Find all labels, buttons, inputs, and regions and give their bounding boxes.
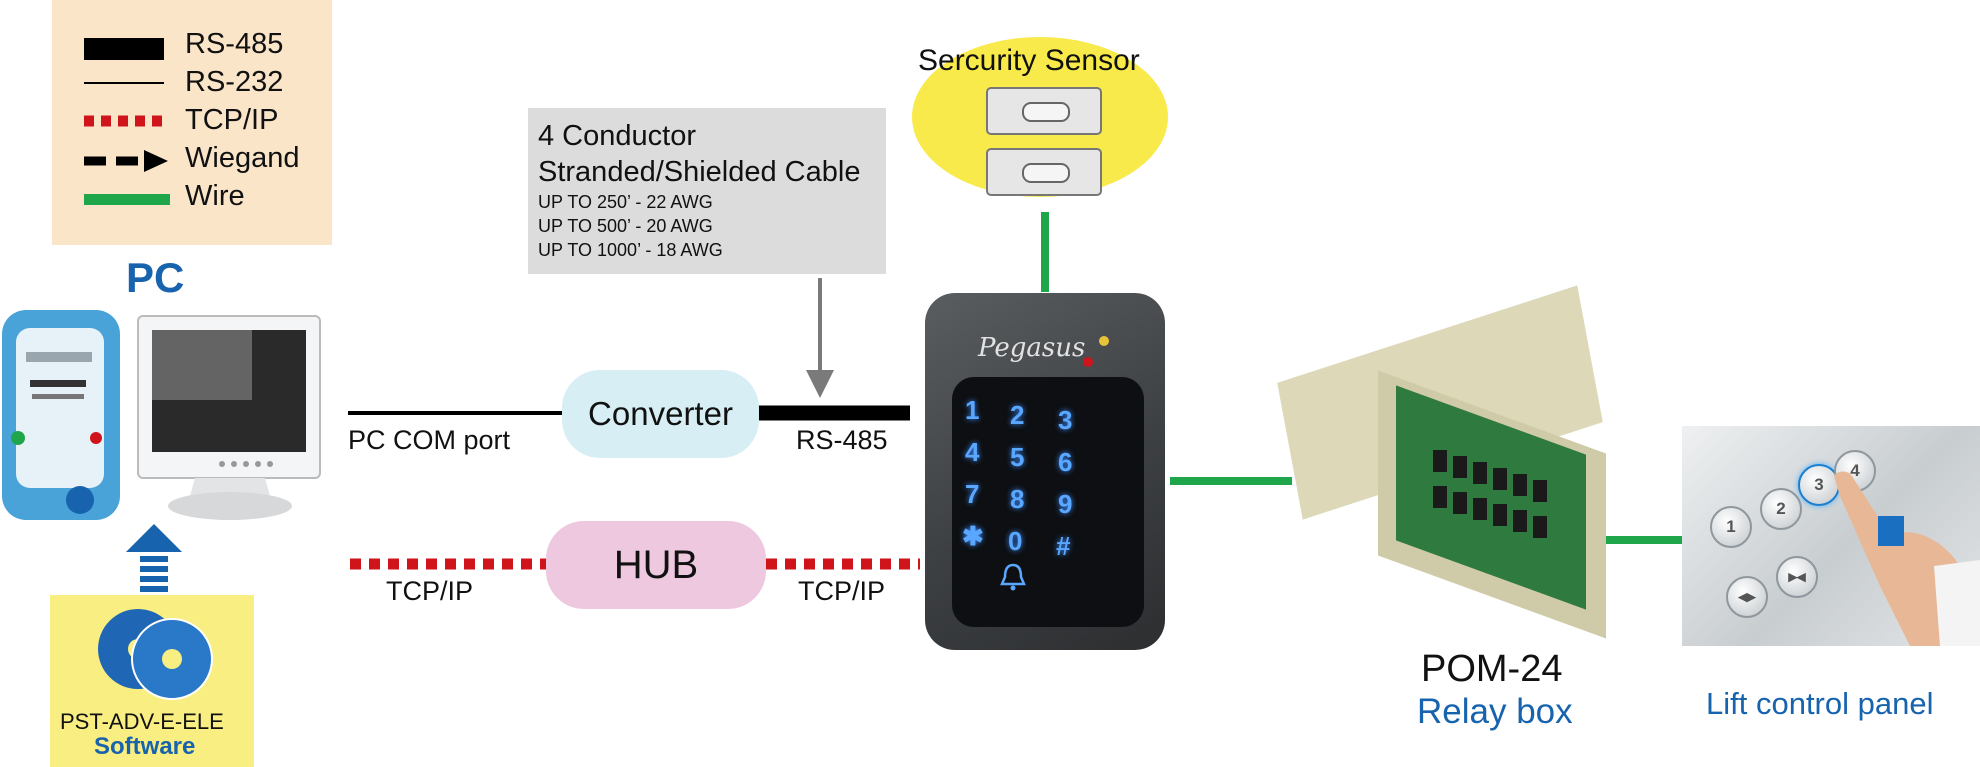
keypad-key[interactable]: 5: [1010, 442, 1025, 472]
keypad-key[interactable]: #: [1056, 531, 1071, 561]
door-open-button-icon[interactable]: ▸◂: [1776, 556, 1818, 598]
software-box: PST-ADV-E-ELE Software: [50, 595, 254, 767]
cable-note-spec1: UP TO 250’ - 22 AWG: [538, 192, 713, 212]
hub-label: HUB: [613, 542, 699, 587]
keypad-key[interactable]: 9: [1058, 489, 1073, 519]
wire-swatch: [84, 194, 170, 205]
door-sensor-icon: [986, 87, 1102, 135]
legend: RS-485 RS-232 TCP/IP Wiegand Wire: [52, 0, 332, 245]
relay-title: POM-24: [1421, 648, 1563, 690]
status-led-icon: [1099, 336, 1109, 346]
legend-wire-label: Wire: [185, 180, 245, 212]
legend-tcpip-label: TCP/IP: [185, 104, 279, 136]
tcpip-right-label: TCP/IP: [798, 576, 886, 606]
legend-swatches: [84, 38, 170, 205]
lift-floor-button[interactable]: 3: [1798, 464, 1840, 506]
software-label: Software: [94, 733, 196, 760]
hub-node: HUB: [546, 521, 766, 609]
converter-node: Converter: [562, 370, 759, 458]
upload-arrow-icon: [126, 524, 182, 592]
keypad-key[interactable]: 6: [1058, 447, 1073, 477]
legend-rs485-label: RS-485: [185, 28, 284, 60]
pc-title: PC: [126, 254, 185, 301]
software-cd-icon: [98, 609, 213, 700]
security-sensor-title: Sercurity Sensor: [918, 44, 1140, 77]
relay-subtitle: Relay box: [1417, 692, 1573, 731]
lift-floor-button[interactable]: 1: [1710, 506, 1752, 548]
pointing-hand-icon: [1834, 471, 1980, 646]
keypad-key[interactable]: 1: [965, 395, 980, 425]
lift-control-panel-photo: 1 2 3 4 ◂▸ ▸◂: [1682, 426, 1980, 646]
lift-title: Lift control panel: [1706, 686, 1934, 721]
software-name: PST-ADV-E-ELE: [60, 709, 224, 734]
keypad-brand: Pegasus: [978, 333, 1086, 363]
cable-note-line1: 4 Conductor: [538, 120, 696, 152]
pc-com-port-label: PC COM port: [348, 425, 511, 455]
keypad-key[interactable]: 8: [1010, 484, 1025, 514]
relay-components-icon: [1433, 450, 1547, 538]
cable-note-box: 4 Conductor Stranded/Shielded Cable UP T…: [528, 108, 886, 274]
wiegand-arrow-icon: [144, 150, 168, 172]
rs485-swatch: [84, 38, 164, 60]
converter-label: Converter: [588, 395, 733, 432]
cable-note-line2: Stranded/Shielded Cable: [538, 156, 861, 188]
pc-tower-icon: [2, 310, 120, 520]
door-close-button-icon[interactable]: ◂▸: [1726, 576, 1768, 618]
bell-icon[interactable]: [998, 562, 1028, 592]
tcpip-left-label: TCP/IP: [386, 576, 474, 606]
lift-floor-button[interactable]: 2: [1760, 488, 1802, 530]
status-led-icon: [1083, 357, 1093, 367]
cable-note-arrow-head: [806, 370, 834, 398]
cable-note-spec3: UP TO 1000’ - 18 AWG: [538, 240, 723, 260]
pc-monitor-icon: [137, 315, 321, 520]
keypad-key[interactable]: 0: [1008, 526, 1023, 556]
keypad-key[interactable]: 2: [1010, 400, 1025, 430]
pc-illustration: [2, 310, 321, 520]
keypad-face: [952, 377, 1144, 627]
keypad-key[interactable]: ✱: [962, 521, 984, 551]
cable-note-spec2: UP TO 500’ - 20 AWG: [538, 216, 713, 236]
keypad-key[interactable]: 3: [1058, 405, 1073, 435]
legend-wiegand-label: Wiegand: [185, 142, 300, 174]
door-sensor-icon: [986, 148, 1102, 196]
keypad-key[interactable]: 4: [965, 437, 980, 467]
legend-rs232-label: RS-232: [185, 66, 284, 98]
accessibility-icon: [1878, 516, 1904, 546]
rs485-line-label: RS-485: [796, 425, 888, 455]
keypad-key[interactable]: 7: [965, 479, 980, 509]
